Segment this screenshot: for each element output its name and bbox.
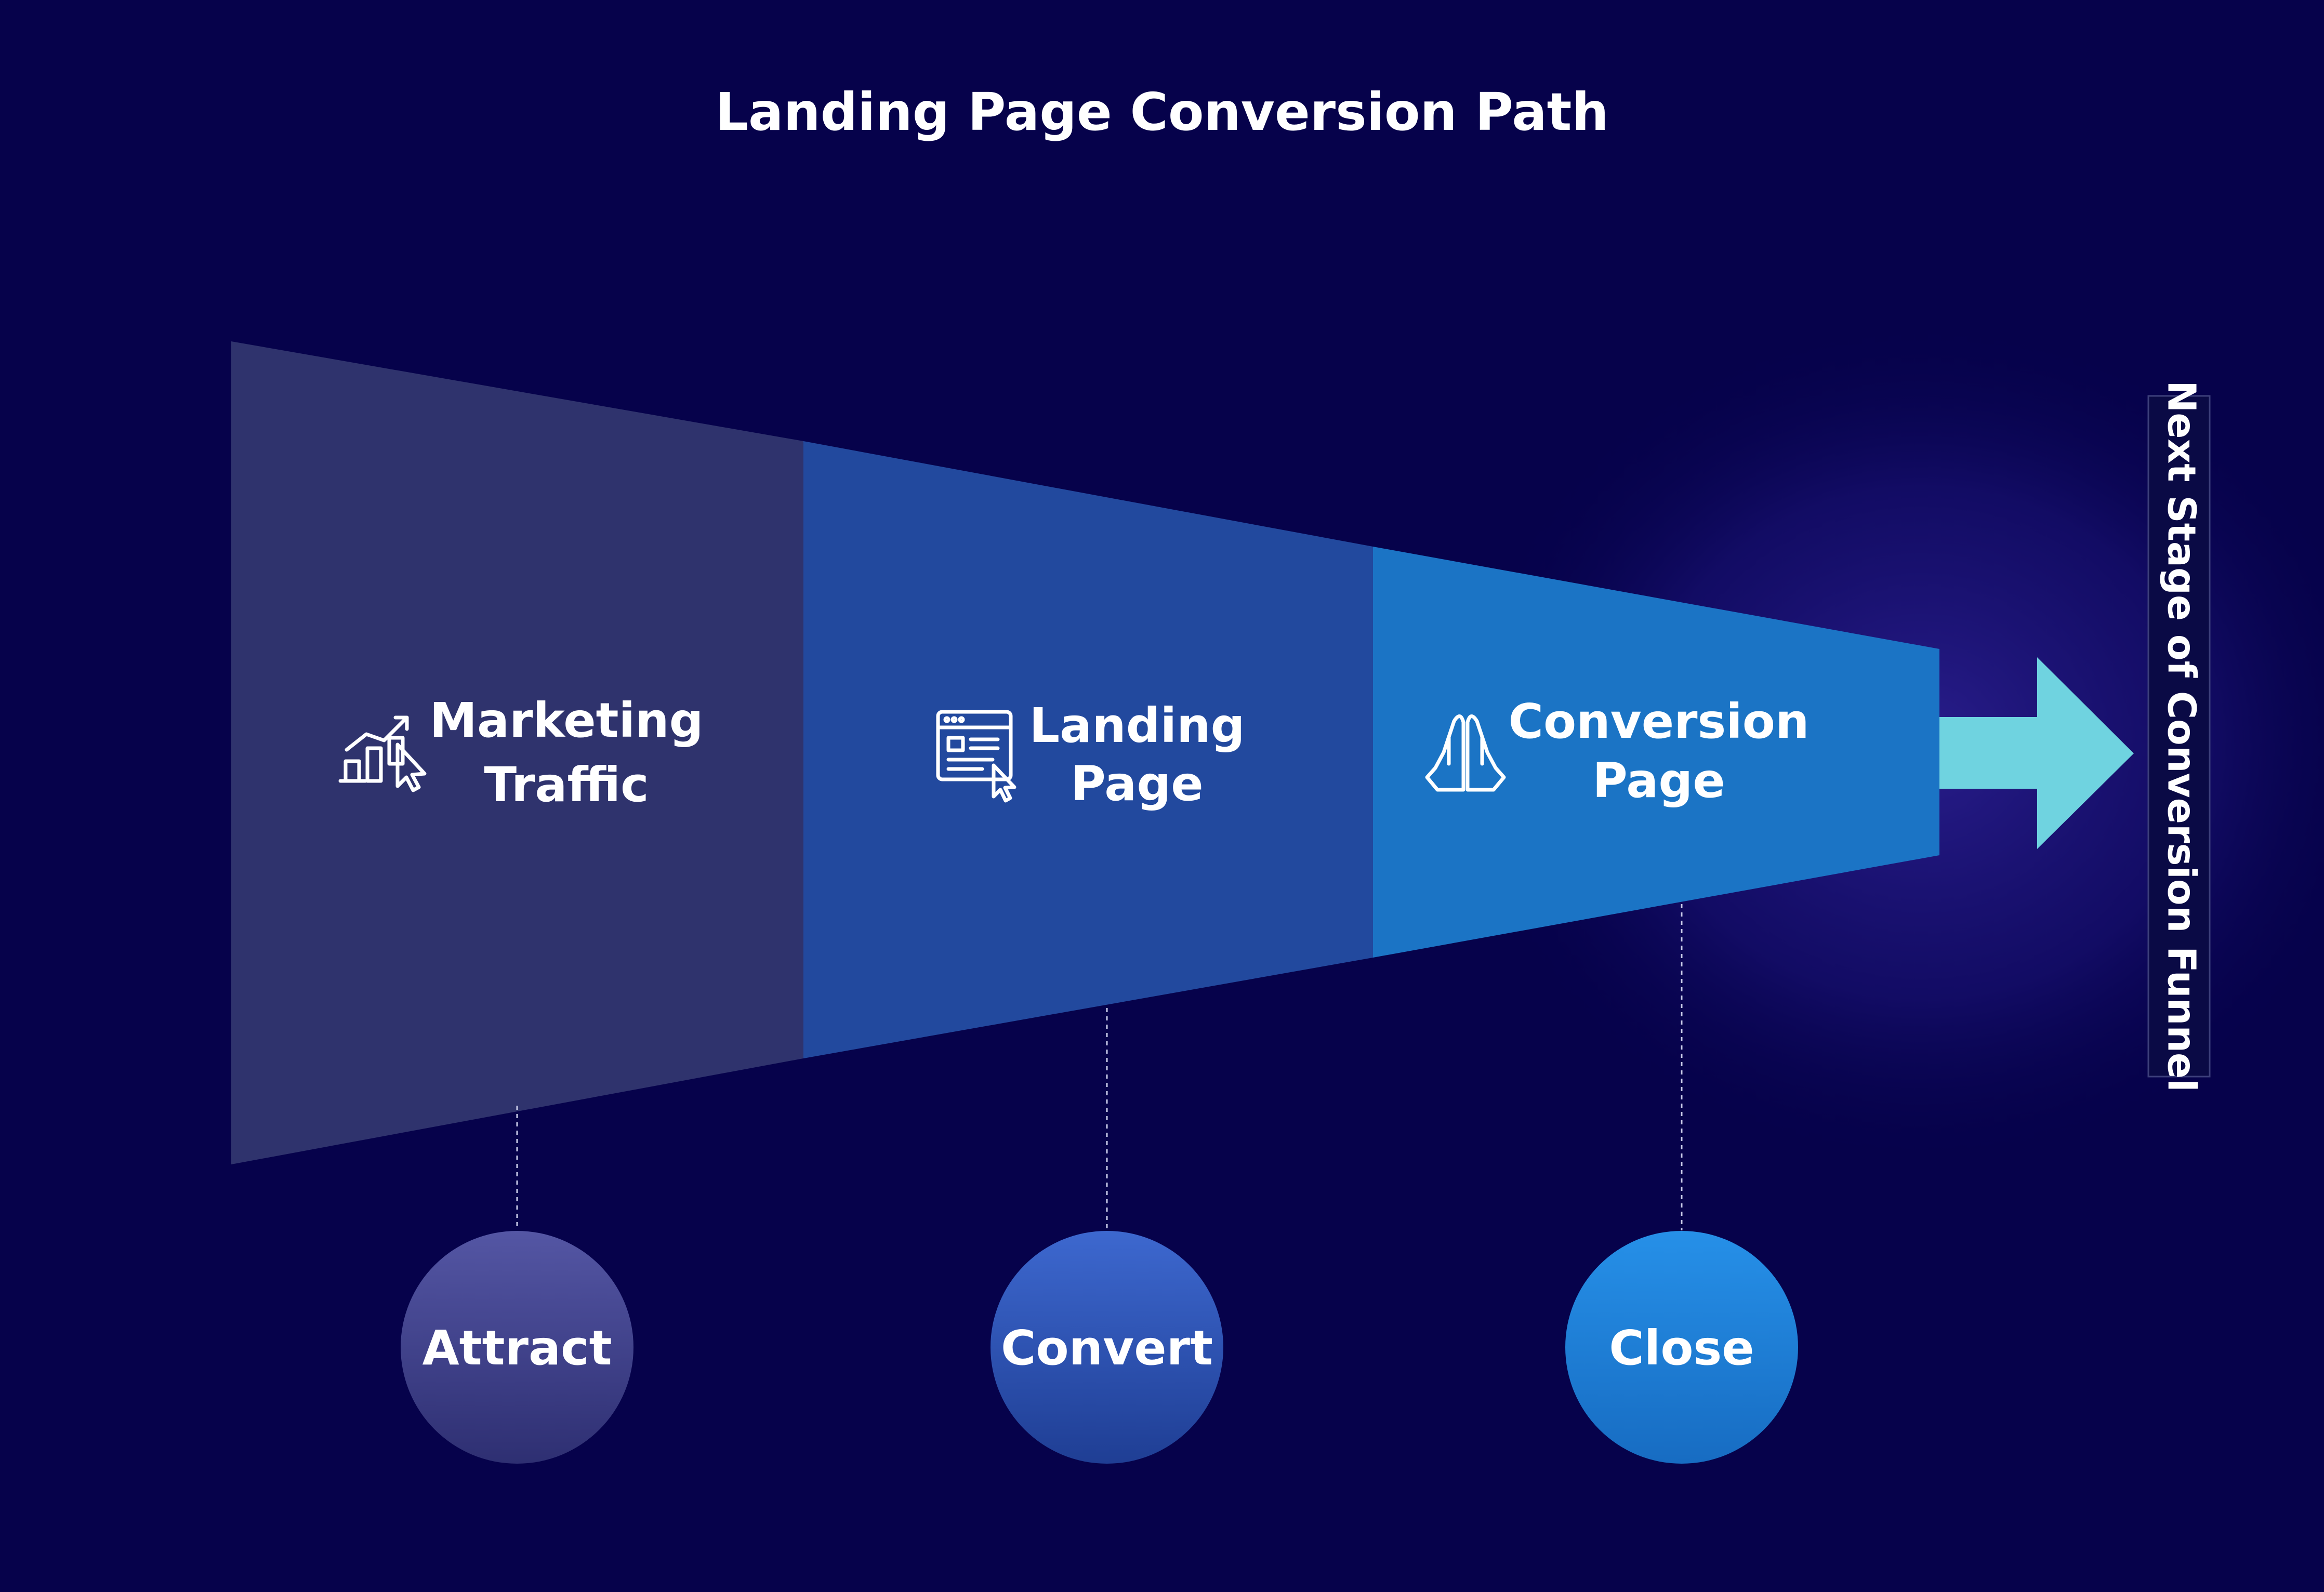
stage-label-landing-page-line1: Landing xyxy=(1029,698,1245,753)
step-circle-close xyxy=(1565,1231,1798,1464)
webpage-cursor-icon xyxy=(936,710,1016,803)
stage-label-landing-page-line2: Page xyxy=(1071,756,1203,812)
stage-label-conversion-page-line1: Conversion xyxy=(1509,694,1810,749)
step-circle-convert xyxy=(991,1231,1223,1464)
step-label-convert: Convert xyxy=(1001,1320,1213,1376)
next-stage-label: Next Stage of Conversion Funnel xyxy=(2159,380,2203,1092)
step-label-attract: Attract xyxy=(422,1320,612,1376)
funnel-segment-marketing-traffic xyxy=(231,341,803,1164)
stage-label-marketing-traffic-line2: Traffic xyxy=(484,757,649,813)
praying-hands-icon xyxy=(1425,714,1506,792)
step-circle-attract xyxy=(401,1231,633,1464)
next-stage-label-box xyxy=(2147,395,2211,1078)
step-label-close: Close xyxy=(1609,1320,1754,1376)
stage-label-conversion-page-line2: Page xyxy=(1592,753,1725,808)
growth-chart-cursor-icon xyxy=(338,715,427,792)
stage-label-marketing-traffic-line1: Marketing xyxy=(430,693,704,748)
diagram-title: Landing Page Conversion Path xyxy=(715,82,1608,142)
next-stage-arrow xyxy=(1939,657,2134,849)
funnel-segment-conversion-page xyxy=(1373,547,1939,958)
funnel-segment-landing-page xyxy=(803,441,1373,1058)
